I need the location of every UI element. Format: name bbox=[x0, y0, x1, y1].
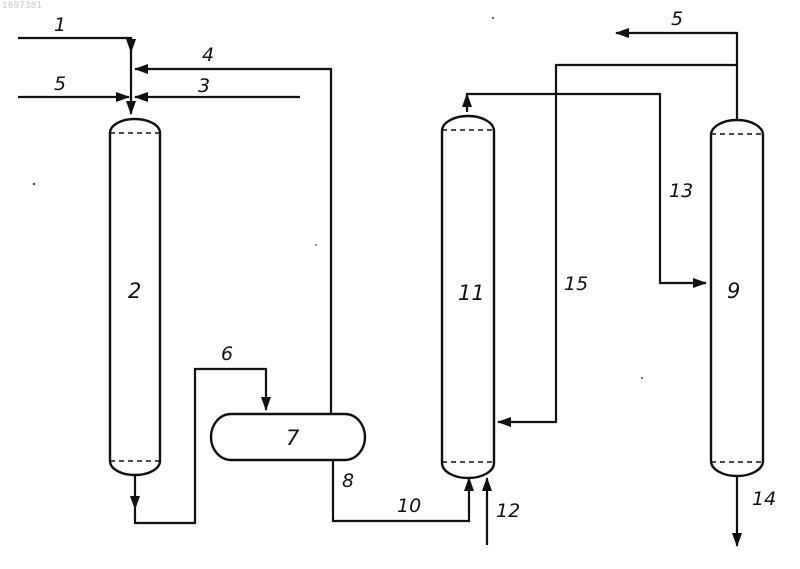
label-column-2: 2 bbox=[128, 279, 141, 303]
label-column-11: 11 bbox=[458, 281, 485, 305]
label-stream-15: 15 bbox=[564, 273, 588, 295]
label-stream-12: 12 bbox=[496, 500, 520, 522]
label-stream-3: 3 bbox=[198, 75, 210, 97]
stream-15-line bbox=[498, 65, 737, 422]
label-stream-6: 6 bbox=[221, 343, 233, 365]
label-stream-5-left: 5 bbox=[54, 73, 66, 95]
label-stream-1: 1 bbox=[54, 14, 66, 36]
label-separator-7: 7 bbox=[286, 426, 300, 450]
label-stream-10: 10 bbox=[397, 495, 421, 517]
label-stream-4: 4 bbox=[202, 44, 214, 66]
watermark-text: 1697381 bbox=[2, 1, 42, 11]
stream-5-top-line bbox=[616, 33, 737, 120]
stream-1-line bbox=[18, 38, 131, 52]
label-stream-5-top: 5 bbox=[671, 8, 683, 30]
label-stream-13: 13 bbox=[669, 180, 693, 202]
label-stream-8: 8 bbox=[342, 470, 354, 492]
label-column-9: 9 bbox=[727, 279, 740, 303]
label-stream-14: 14 bbox=[752, 488, 776, 510]
